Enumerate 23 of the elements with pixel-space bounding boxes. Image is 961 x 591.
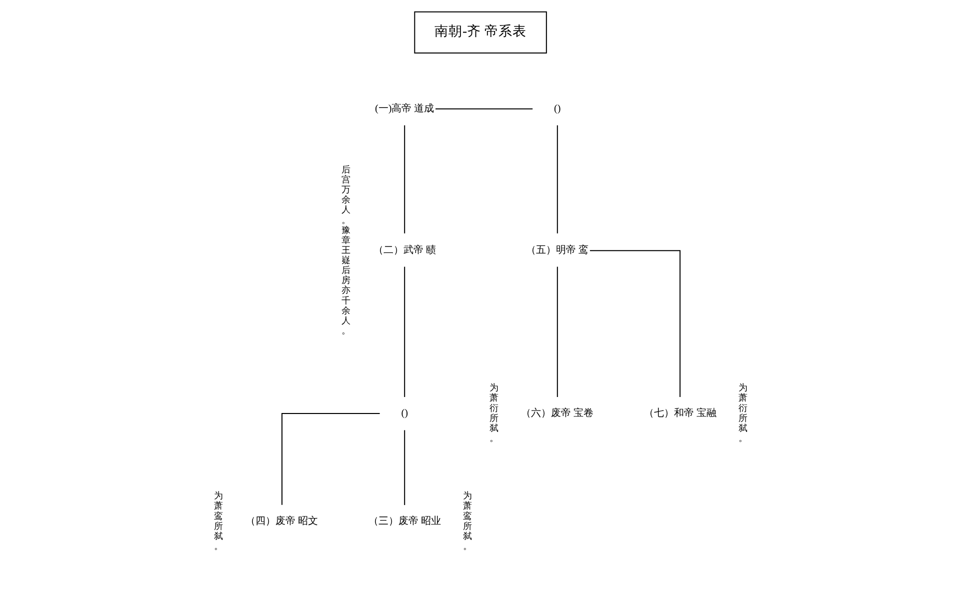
connector (404, 266, 405, 397)
connector (404, 125, 405, 234)
node-text: （七）和帝 宝融 (643, 408, 716, 420)
connector (280, 413, 380, 505)
node-label: 为萧鸾所弑。 (462, 490, 472, 551)
node-text: (一)高帝 道成 (374, 103, 434, 114)
node-text: （二）武帝 赜 (372, 244, 436, 256)
connector (404, 430, 405, 506)
connector (556, 266, 558, 397)
node-text: （六）废帝 宝卷 (520, 408, 594, 420)
connector (589, 250, 680, 398)
node-text: () (554, 103, 560, 114)
node-label: 为萧鸾所弑。 (214, 490, 223, 551)
node-box: 南朝-齐 帝系表 (414, 11, 546, 54)
node-text: （三）废帝 昭业 (368, 516, 440, 528)
node-text: () (400, 408, 408, 420)
node-text: （四）废帝 昭文 (245, 516, 318, 528)
connector (556, 125, 558, 234)
node-label: 为萧衍所弑。 (489, 382, 498, 443)
node-label: 后宫万余人。豫章王嶷后房亦千余人。 (340, 164, 350, 336)
node-text: （五）明帝 鸾 (526, 244, 588, 256)
connector (435, 108, 532, 110)
node-label: 为萧衍所弑。 (738, 382, 748, 443)
